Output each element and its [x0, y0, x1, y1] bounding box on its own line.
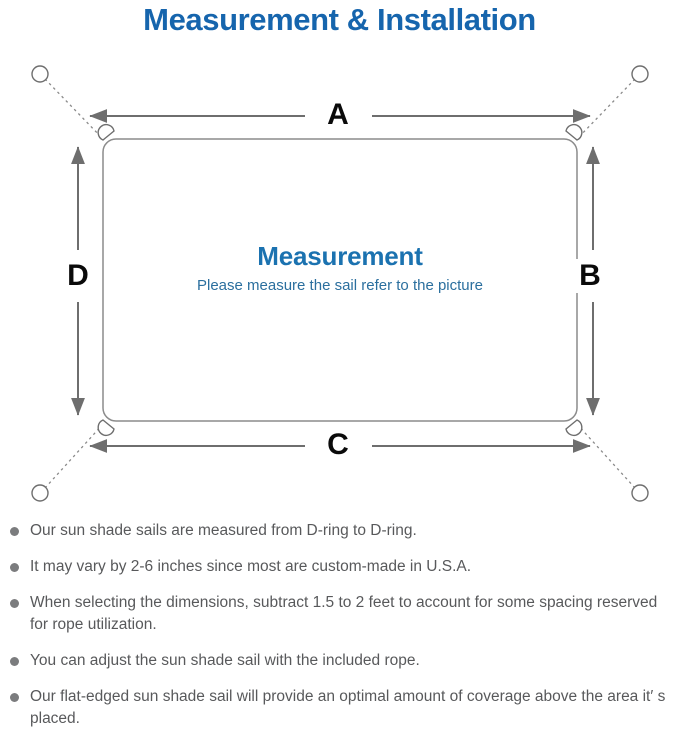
dimension-label-b: B: [570, 259, 610, 293]
anchor-point-bottom-left-icon: [31, 484, 49, 502]
list-item-text: It may vary by 2-6 inches since most are…: [30, 558, 472, 575]
anchor-point-bottom-right-icon: [631, 484, 649, 502]
dimension-label-c: C: [310, 428, 366, 462]
sail-label-subtitle: Please measure the sail refer to the pic…: [197, 277, 483, 294]
list-item: When selecting the dimensions, subtract …: [0, 592, 679, 636]
list-item-text: Our flat-edged sun shade sail will provi…: [30, 688, 666, 727]
anchor-point-top-left-icon: [31, 65, 49, 83]
measurement-diagram: A B C D Measurement Please measure the s…: [0, 40, 679, 510]
list-item: Our flat-edged sun shade sail will provi…: [0, 686, 679, 730]
list-item-text: You can adjust the sun shade sail with t…: [30, 652, 420, 669]
anchor-points: [31, 65, 649, 502]
sail-label-title: Measurement: [257, 241, 423, 271]
dimension-label-a: A: [310, 98, 366, 132]
list-item: Our sun shade sails are measured from D-…: [0, 520, 679, 542]
diagram-svg: [31, 65, 649, 502]
anchor-point-top-right-icon: [631, 65, 649, 83]
d-ring-top-right-icon: [565, 123, 583, 141]
d-ring-bottom-right-icon: [565, 419, 583, 437]
d-rings: [97, 123, 583, 437]
notes-list: Our sun shade sails are measured from D-…: [0, 520, 679, 744]
list-item-text: Our sun shade sails are measured from D-…: [30, 522, 417, 539]
bullet-icon: [10, 527, 19, 536]
bullet-icon: [10, 693, 19, 702]
list-item: It may vary by 2-6 inches since most are…: [0, 556, 679, 578]
bullet-icon: [10, 563, 19, 572]
rope-line-bottom-right: [575, 422, 636, 489]
rope-line-top-left: [44, 78, 105, 141]
sail-center-label: Measurement Please measure the sail refe…: [110, 240, 570, 298]
d-ring-bottom-left-icon: [97, 419, 115, 437]
bullet-icon: [10, 599, 19, 608]
rope-lines: [44, 78, 636, 489]
dimension-label-d: D: [58, 259, 98, 293]
page-title: Measurement & Installation: [143, 2, 536, 37]
rope-line-bottom-left: [44, 422, 105, 489]
list-item: You can adjust the sun shade sail with t…: [0, 650, 679, 672]
bullet-icon: [10, 657, 19, 666]
rope-line-top-right: [575, 78, 636, 141]
d-ring-top-left-icon: [97, 123, 115, 141]
list-item-text: When selecting the dimensions, subtract …: [30, 594, 658, 633]
